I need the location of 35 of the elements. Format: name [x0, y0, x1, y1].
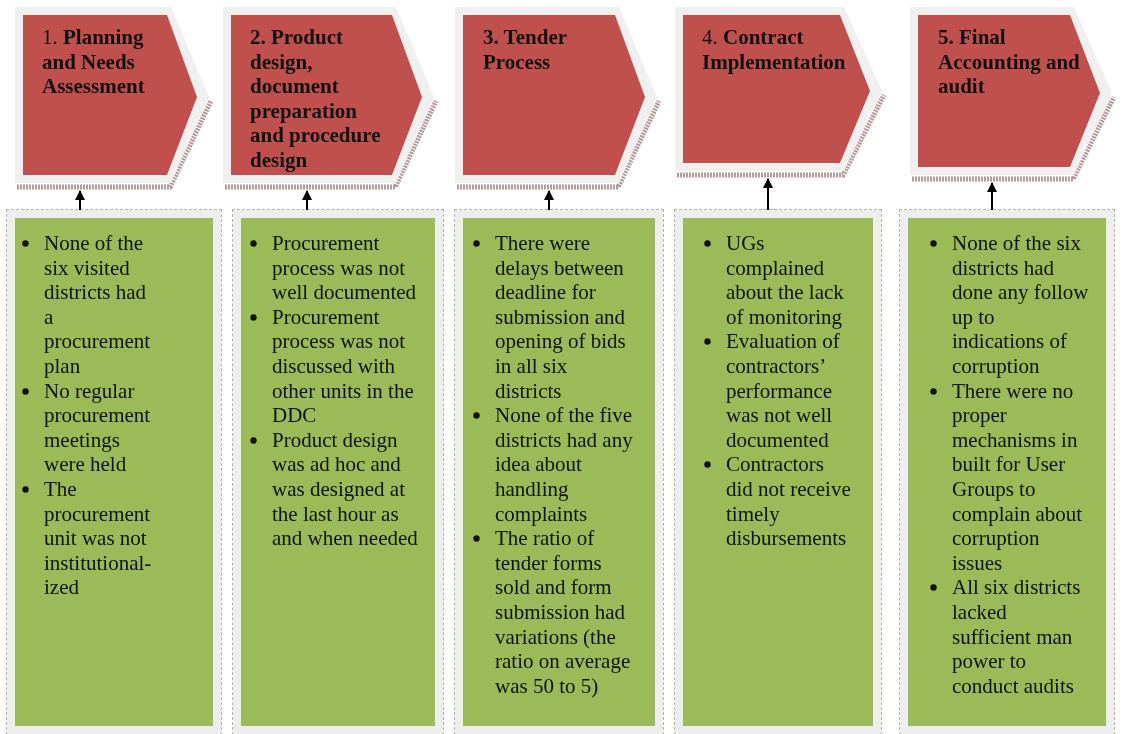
bullet-item: None of the six visited districts had a procurement plan — [44, 231, 156, 379]
findings-panel — [675, 210, 881, 734]
bullet-item: Contractors did not receive timely disbursements — [726, 452, 855, 551]
bullet-item: The ratio of tender forms sold and form submission had variations (the ratio on average was 50 to 5) — [495, 526, 635, 699]
step-banner — [675, 7, 886, 179]
findings-panel — [7, 210, 221, 734]
bullet-item: There were delays between deadline for submission and opening of bids in all six districts — [495, 231, 635, 404]
arrow — [544, 190, 554, 211]
arrow — [763, 178, 773, 211]
step-heading: 3. Tender Process — [483, 25, 568, 74]
bullet-item: All six districts lacked sufficient man power to conduct audits — [952, 575, 1089, 699]
step-banner — [223, 7, 438, 191]
bullet-item: No regular procurement meetings were held — [44, 378, 156, 477]
step-banner — [455, 7, 661, 191]
bullet-item: Procurement process was not discussed with other units in the DDC — [272, 304, 418, 428]
step-heading: 1. Planning and Needs Assessment — [42, 25, 146, 99]
step-banner — [910, 7, 1116, 183]
step-banner — [15, 7, 213, 191]
bullet-item: None of the five districts had any idea about handling complaints — [495, 403, 635, 527]
arrow — [75, 190, 85, 211]
step-heading: 4. Contract Implementation — [702, 25, 847, 74]
bullet-item: The procurement unit was not institutional-ized — [44, 476, 156, 600]
arrow — [987, 182, 997, 211]
findings-panel — [900, 210, 1114, 734]
bullet-item: None of the six districts had done any follow up to indications of corruption — [952, 231, 1089, 379]
step-heading: 2. Product design, document preparation and procedure design — [250, 25, 382, 172]
step-heading: 5. Final Accounting and audit — [938, 25, 1081, 99]
bullet-item: Evaluation of contractors’ performance was not well documented — [726, 329, 855, 453]
bullet-item: UGs complained about the lack of monitoring — [726, 231, 855, 330]
bullet-item: Product design was ad hoc and was designed at the last hour as and when needed — [272, 427, 418, 551]
bullet-item: Procurement process was not well documented — [272, 231, 418, 305]
arrow — [302, 190, 312, 211]
findings-panel — [233, 210, 443, 734]
findings-panel — [455, 210, 663, 734]
bullet-item: There were no proper mechanisms in built for User Groups to complain about corruption issues — [952, 378, 1089, 576]
